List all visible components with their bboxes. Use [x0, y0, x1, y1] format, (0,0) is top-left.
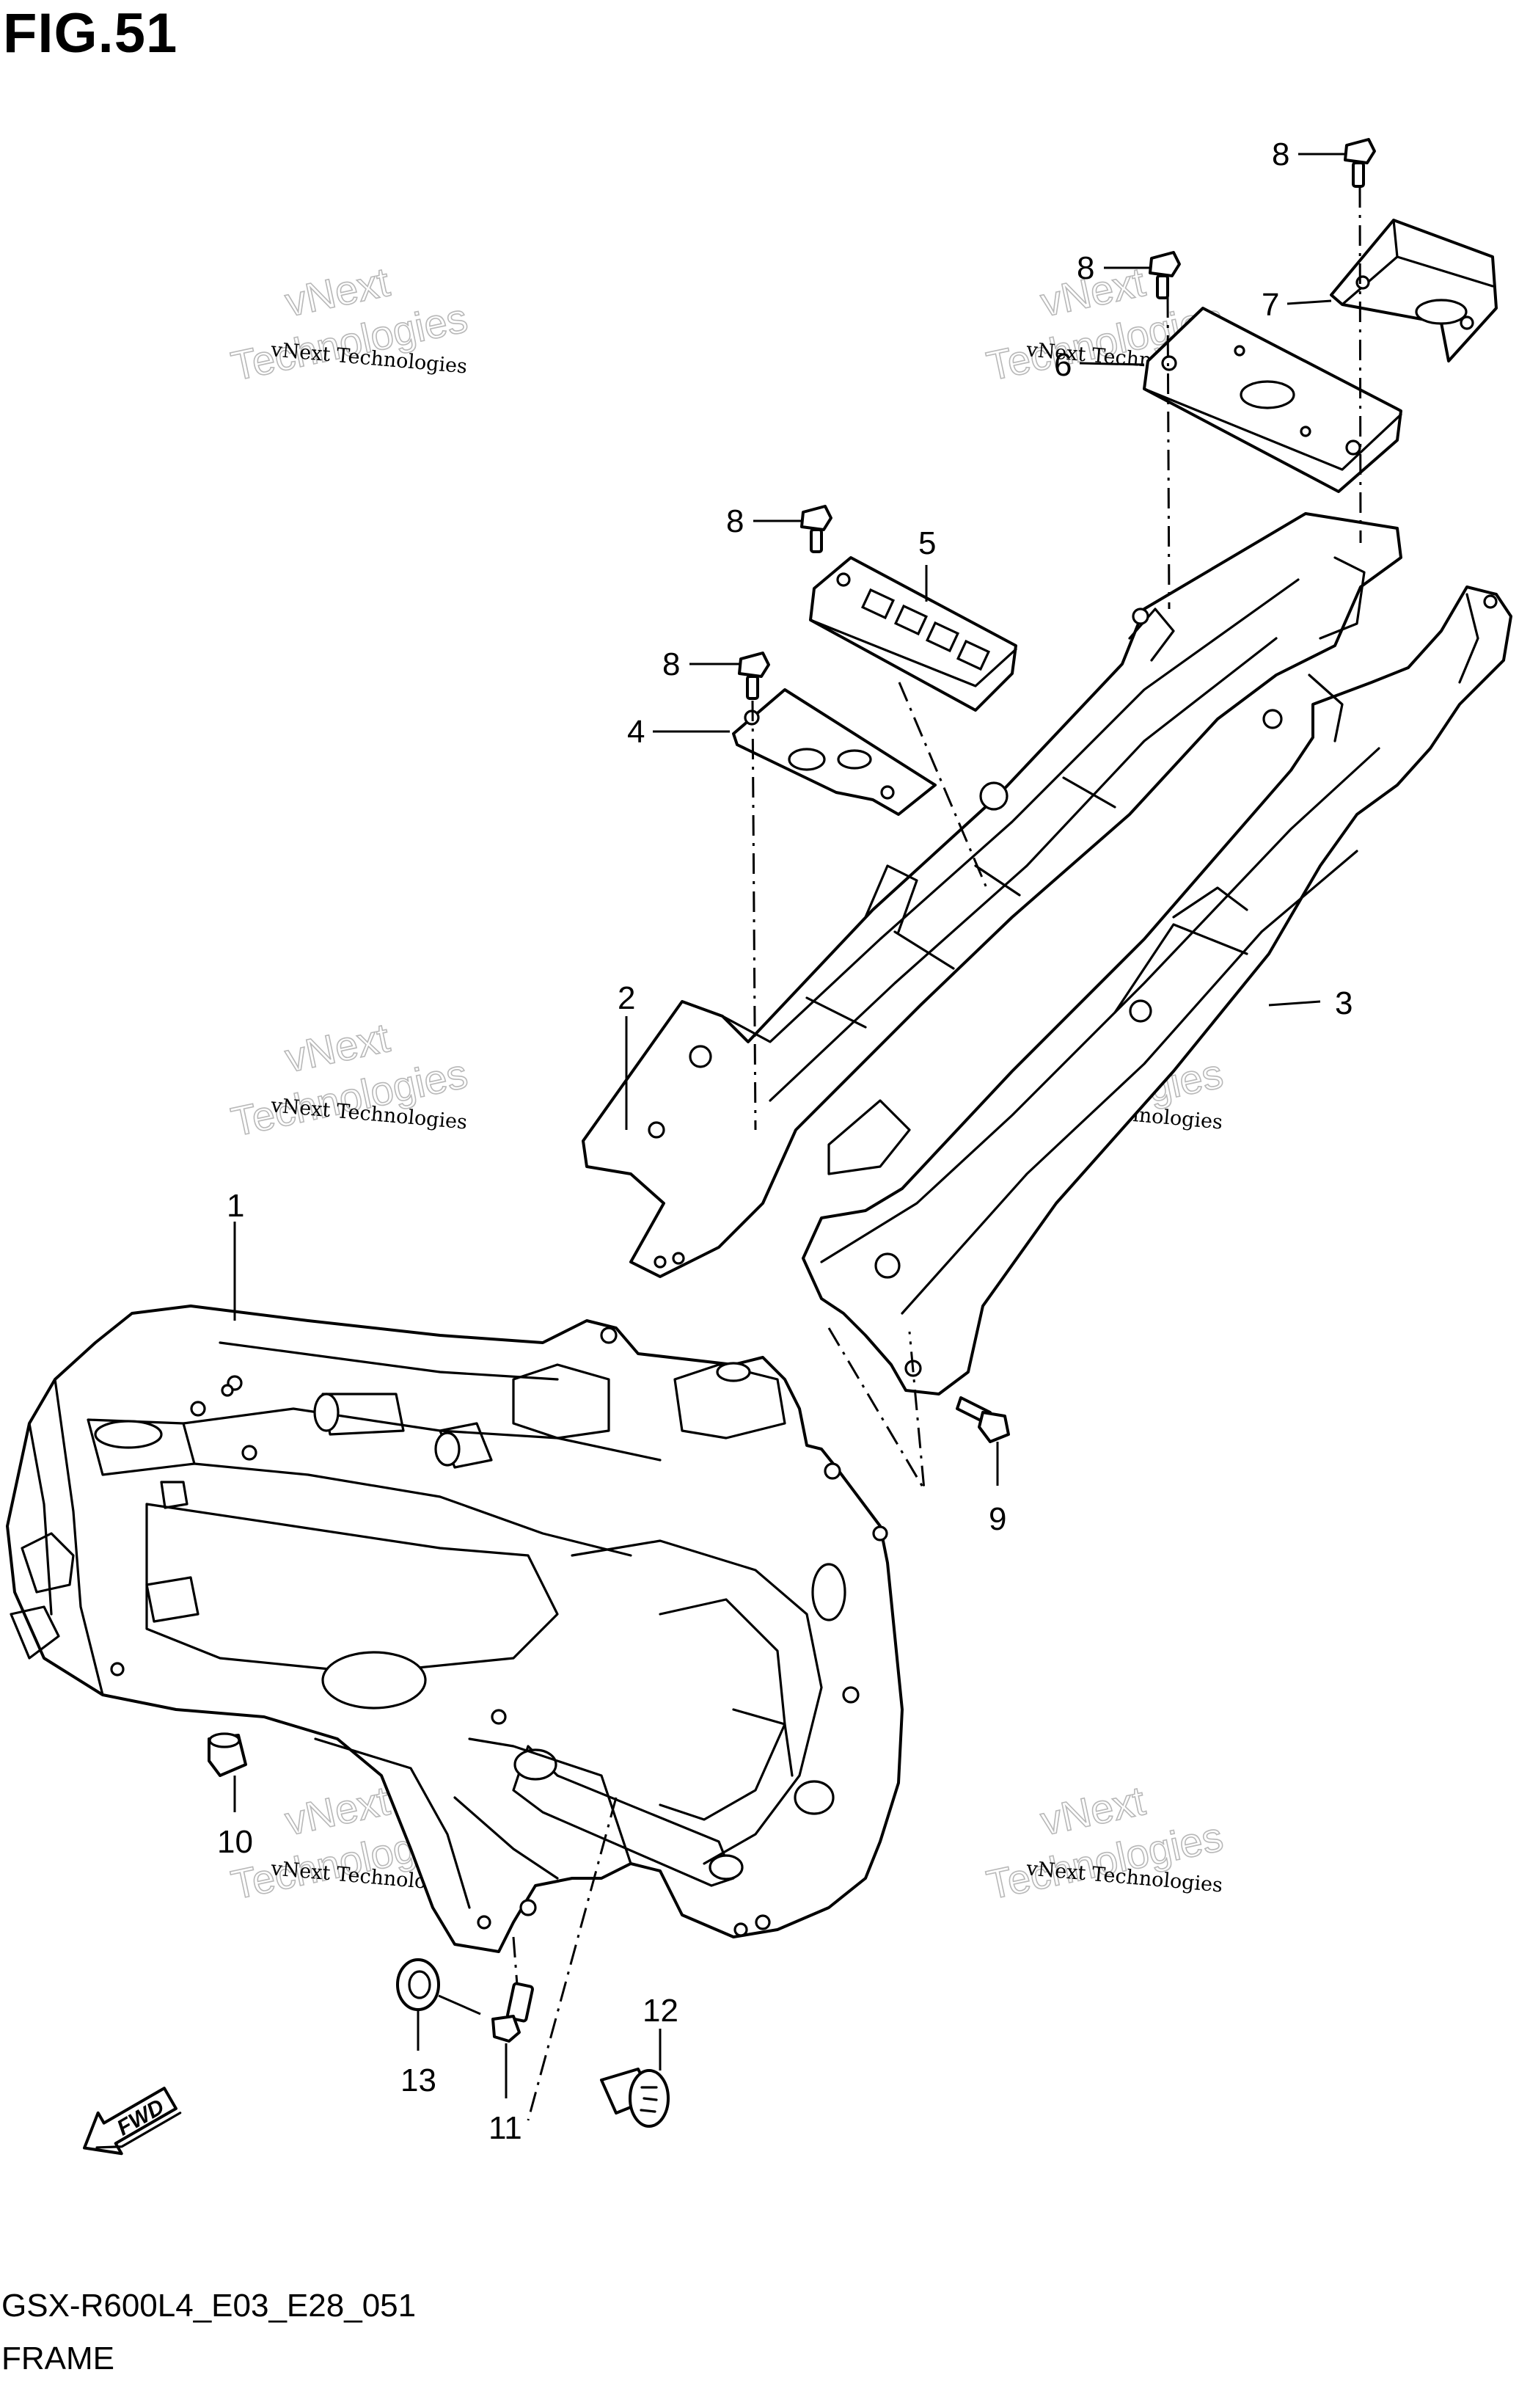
callout-8a: 8 [1272, 136, 1289, 172]
callout-10: 10 [217, 1824, 253, 1860]
part-5-plate [809, 556, 1017, 712]
callout-8b: 8 [1077, 250, 1094, 286]
part-11-bolt [491, 1982, 534, 2043]
figure-title: FIG.51 [3, 2, 178, 65]
callout-8d: 8 [662, 646, 680, 682]
callouts: 1 2 3 4 5 6 7 8 8 8 8 9 10 [217, 136, 1353, 2146]
part-8-bolt-d [738, 652, 770, 700]
part-4-bracket [732, 688, 937, 816]
part-12-plug [600, 2068, 670, 2128]
part-9-bolt [956, 1396, 1010, 1443]
callout-2: 2 [618, 980, 635, 1016]
callout-12: 12 [643, 1993, 678, 2029]
part-8-bolt-c [800, 505, 832, 553]
watermark-top-left: vNext Technologies vNext Technologies [227, 258, 472, 390]
callout-11: 11 [488, 2110, 522, 2146]
part-7-bracket [1330, 219, 1498, 362]
callout-9: 9 [989, 1501, 1006, 1537]
callout-5: 5 [918, 525, 936, 561]
callout-8c: 8 [726, 503, 744, 539]
callout-6: 6 [1054, 347, 1072, 383]
callout-4: 4 [627, 714, 645, 750]
part-1-main-frame [6, 1305, 904, 1953]
callout-7: 7 [1262, 287, 1279, 323]
watermark-mid-left: vNext Technologies vNext Technologies [227, 1013, 472, 1145]
callout-1: 1 [227, 1188, 244, 1224]
callout-13: 13 [400, 2062, 436, 2098]
part-2-seat-rail-left [582, 512, 1402, 1278]
section-name: FRAME [1, 2340, 114, 2376]
part-8-bolt-b [1149, 251, 1181, 299]
part-8-bolt-a [1344, 138, 1376, 188]
model-code: GSX-R600L4_E03_E28_051 [1, 2288, 417, 2324]
watermark-bottom-right: vNext Technologies vNext Technologies [982, 1776, 1227, 1908]
part-13-grommet [396, 1958, 440, 2011]
part-10-collar [208, 1732, 247, 1777]
forward-arrow-icon: FWD [83, 2087, 182, 2156]
callout-3: 3 [1335, 985, 1353, 1021]
part-6-plate [1143, 307, 1402, 493]
assembly-lines [512, 186, 1362, 2121]
